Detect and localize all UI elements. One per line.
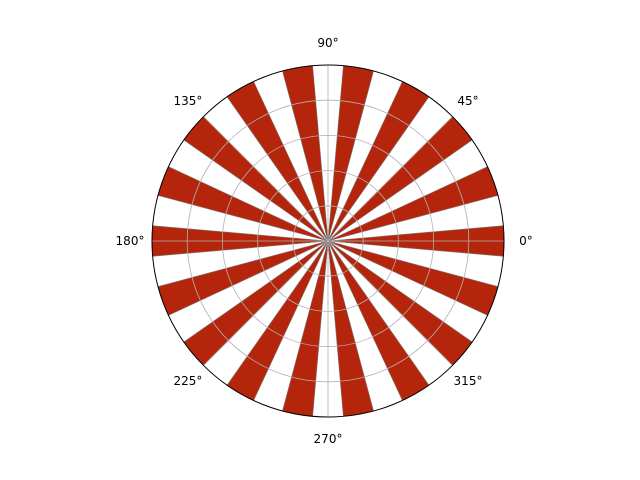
grid-layer bbox=[152, 65, 504, 417]
theta-gridline-225 bbox=[203, 240, 329, 366]
theta-gridline-45 bbox=[327, 116, 453, 242]
bars-layer bbox=[151, 65, 505, 417]
theta-gridline-135 bbox=[203, 116, 329, 242]
polar-bar-260 bbox=[282, 240, 329, 417]
theta-tick-labels: 0° 45° 90° 135° 180° 225° 270° 315° bbox=[116, 36, 533, 446]
theta-tick-label-270: 270° bbox=[314, 432, 343, 446]
theta-tick-label-90: 90° bbox=[317, 36, 338, 50]
theta-tick-label-45: 45° bbox=[457, 94, 478, 108]
polar-spine bbox=[151, 64, 505, 418]
theta-tick-label-135: 135° bbox=[174, 94, 203, 108]
polar-bar-80 bbox=[327, 65, 374, 242]
theta-tick-label-315: 315° bbox=[454, 374, 483, 388]
theta-tick-label-0: 0° bbox=[519, 234, 533, 248]
polar-bar-280 bbox=[327, 240, 374, 417]
theta-tick-label-225: 225° bbox=[174, 374, 203, 388]
theta-gridline-315 bbox=[327, 240, 453, 366]
theta-tick-label-180: 180° bbox=[116, 234, 145, 248]
polar-bar-100 bbox=[282, 65, 329, 242]
